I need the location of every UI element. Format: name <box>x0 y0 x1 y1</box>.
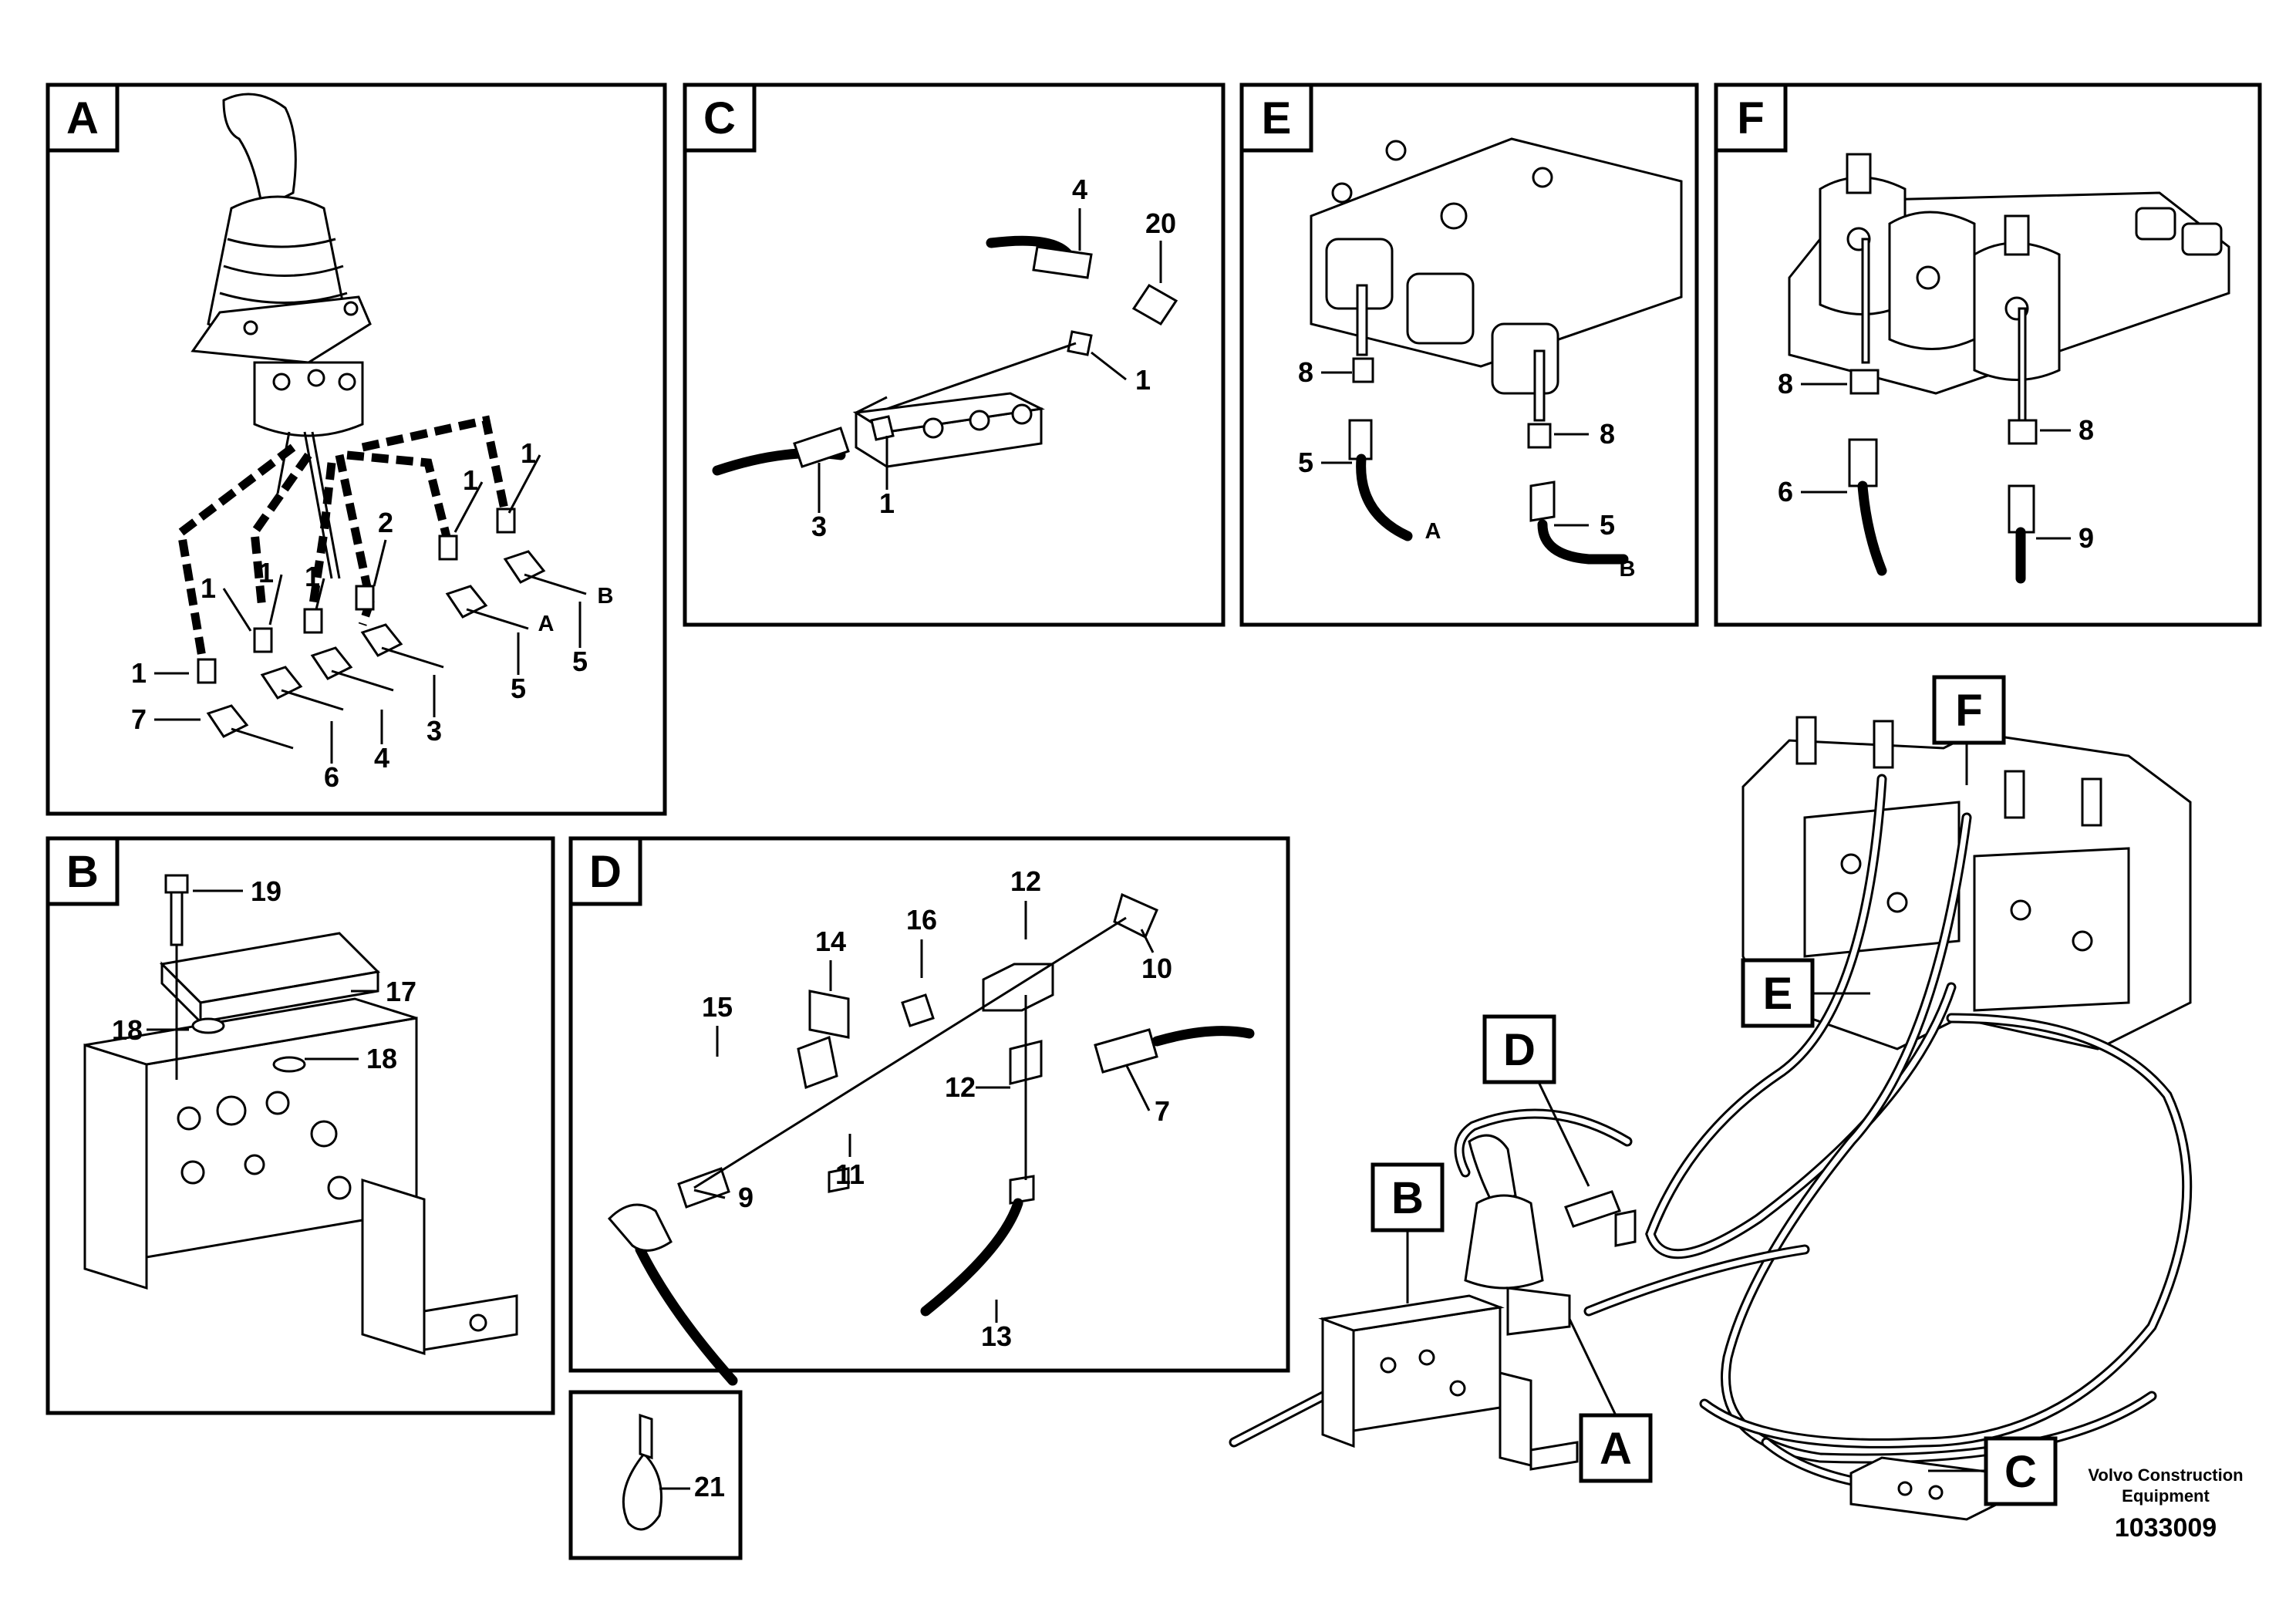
panel-c-callouts: 4 20 1 1 3 <box>811 174 1176 542</box>
callout: 3 <box>426 715 442 747</box>
port-label: A <box>538 612 555 636</box>
callout: 5 <box>511 673 526 704</box>
overview-tags: F E D B A C <box>1371 675 2058 1506</box>
callout: 8 <box>1298 356 1313 388</box>
manifold-bracket <box>83 997 518 1356</box>
callout: 8 <box>1600 418 1615 450</box>
callout: 1 <box>258 557 274 588</box>
panel-f: F 8 8 6 9 <box>1714 83 2262 627</box>
overview-joystick <box>1464 1134 1571 1336</box>
callout: 15 <box>702 991 733 1023</box>
overview-tee-d <box>1564 1190 1637 1247</box>
overview-assembly: F E D B A C <box>1229 675 2193 1521</box>
brand-line-2: Equipment <box>2122 1486 2210 1506</box>
overview-tag-e: E <box>1763 969 1793 1019</box>
callout: 20 <box>1145 207 1176 239</box>
callout: 1 <box>463 464 478 496</box>
brand-line-1: Volvo Construction <box>2088 1465 2243 1485</box>
callout: 7 <box>131 703 147 735</box>
port-label: B <box>598 584 614 609</box>
callout: 1 <box>521 437 536 469</box>
control-valve-block <box>1741 716 2192 1050</box>
panel-e: E 8 8 5 5 A B <box>1239 83 1699 627</box>
callout: 4 <box>374 742 389 774</box>
callout: 3 <box>811 511 827 542</box>
panel-b: B 19 17 18 18 <box>46 836 555 1415</box>
overview-manifold <box>1318 1294 1579 1471</box>
overview-tag-d: D <box>1503 1025 1536 1075</box>
callout: 16 <box>906 904 937 936</box>
callout: 9 <box>738 1182 754 1213</box>
panel-d-tag: D <box>589 847 622 897</box>
callout: 6 <box>1778 476 1793 508</box>
overview-tag-b: B <box>1391 1173 1424 1223</box>
callout: 7 <box>1155 1095 1170 1127</box>
overview-tag-c: C <box>2004 1447 2037 1497</box>
panel-clip: 21 <box>568 1390 743 1560</box>
panel-a: A <box>46 83 667 816</box>
panel-c: C 4 20 1 1 3 <box>683 83 1226 627</box>
joystick-assembly <box>190 93 372 579</box>
panel-e-callouts: 8 8 5 5 A B <box>1298 356 1635 582</box>
drawing-footer: Volvo Construction Equipment 1033009 <box>2088 1465 2243 1543</box>
callout: 12 <box>1010 865 1041 897</box>
drawing-number: 1033009 <box>2115 1513 2217 1543</box>
callout: 1 <box>131 657 147 689</box>
port-label: A <box>1425 519 1441 544</box>
callout: 12 <box>945 1071 976 1103</box>
callout: 13 <box>981 1320 1012 1352</box>
callout: 11 <box>835 1158 865 1190</box>
panel-d: D 14 16 12 10 15 12 7 11 9 13 <box>568 836 1290 1386</box>
callout: 1 <box>1135 364 1151 396</box>
callout: 5 <box>1600 509 1615 541</box>
panel-a-callouts: 1 1 1 1 1 1 2 7 6 4 3 5 5 A B <box>131 437 613 793</box>
callout: 18 <box>112 1014 143 1046</box>
callout: 2 <box>378 507 393 538</box>
callout: 14 <box>815 926 846 957</box>
callout: 9 <box>2079 522 2094 554</box>
panel-e-tag: E <box>1262 93 1292 143</box>
callout: 17 <box>386 976 416 1007</box>
callout: 6 <box>324 761 339 793</box>
callout: 5 <box>572 646 588 677</box>
panel-a-tag: A <box>66 93 99 143</box>
panel-f-callouts: 8 8 6 9 <box>1778 368 2094 554</box>
callout: 10 <box>1141 953 1172 984</box>
panel-f-tag: F <box>1737 93 1764 143</box>
port-label: B <box>1620 557 1636 582</box>
callout: 19 <box>251 875 282 907</box>
overview-tag-f: F <box>1955 686 1982 736</box>
callout: 8 <box>1778 368 1793 400</box>
overview-block-c <box>1849 1456 1999 1521</box>
overview-tag-a: A <box>1600 1424 1632 1474</box>
callout: 21 <box>694 1471 725 1502</box>
panel-d-callouts: 14 16 12 10 15 12 7 11 9 13 <box>693 865 1172 1352</box>
hose-fittings-a <box>197 508 587 750</box>
callout: 1 <box>305 561 320 592</box>
callout: 8 <box>2079 414 2094 446</box>
callout: 1 <box>879 487 895 519</box>
panel-b-callouts: 19 17 18 18 <box>112 875 416 1074</box>
callout: 18 <box>366 1043 397 1074</box>
callout: 4 <box>1072 174 1087 205</box>
callout: 1 <box>201 572 216 604</box>
panel-b-tag: B <box>66 847 99 897</box>
panel-c-tag: C <box>703 93 736 143</box>
callout: 5 <box>1298 447 1313 478</box>
